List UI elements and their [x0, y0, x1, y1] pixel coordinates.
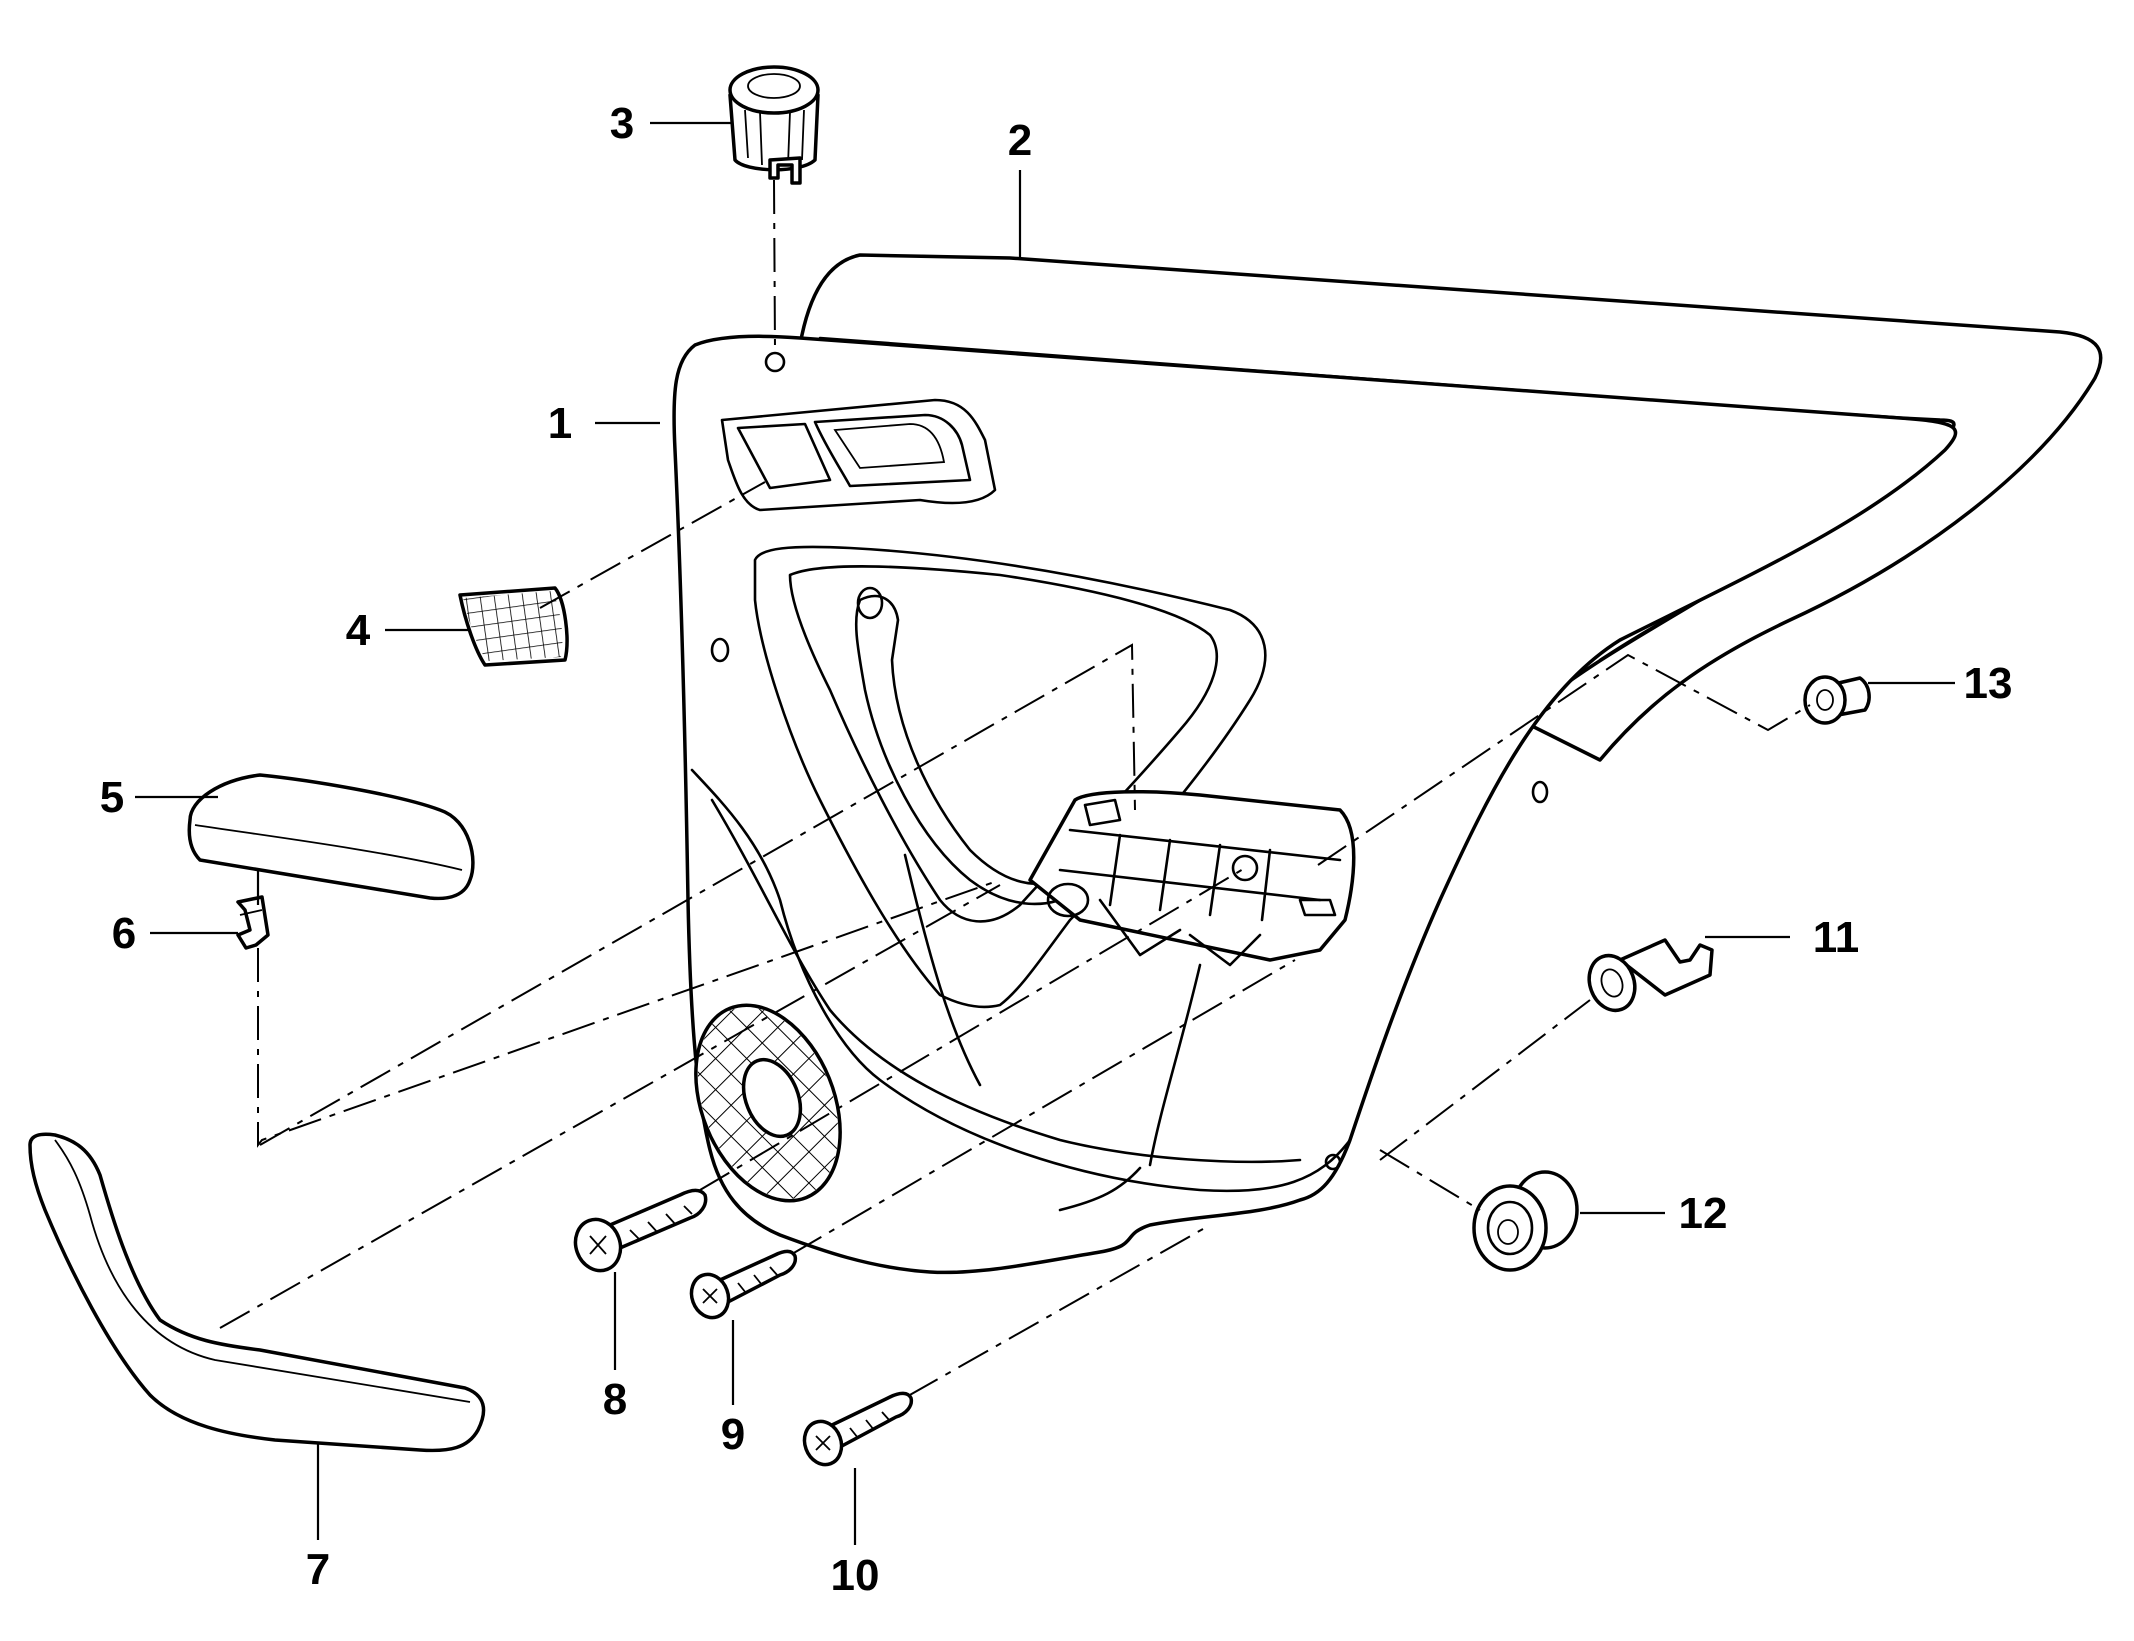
screw-a-part [573, 1188, 708, 1273]
armrest-pad-edge [194, 824, 463, 871]
callout-4: 4 [346, 606, 371, 655]
fastener-pin-part [1587, 938, 1714, 1013]
pull-handle [28, 1132, 486, 1453]
bracket-latch [1083, 798, 1337, 917]
pull-bar-pivot [856, 586, 884, 620]
leader-lines [135, 121, 1955, 1545]
assembly-lines [219, 179, 1811, 1397]
armrest-pad [187, 773, 475, 901]
callout-labels: 1 2 3 4 5 6 7 8 9 10 11 12 13 [100, 99, 2013, 1600]
screw-c-part [802, 1391, 914, 1467]
screw-b-part [689, 1249, 798, 1320]
bracket-ribs [1058, 828, 1342, 967]
bracket-oval-hole [1046, 882, 1090, 918]
switch-cavity-inner [833, 423, 946, 469]
callout-12: 12 [1679, 1189, 1728, 1238]
callout-9: 9 [721, 1410, 745, 1459]
panel-hole-top [764, 351, 786, 373]
callout-6: 6 [112, 909, 136, 958]
cap-part [728, 65, 820, 185]
callout-2: 2 [1008, 116, 1032, 165]
door-pocket-inner [710, 798, 1302, 1164]
callout-10: 10 [831, 1551, 880, 1600]
callout-13: 13 [1964, 659, 2013, 708]
speaker-cone [741, 1057, 803, 1139]
panel-hole-left [710, 637, 730, 663]
grommet-part [1472, 1170, 1579, 1272]
pull-handle-edge [54, 1139, 471, 1403]
callout-5: 5 [100, 773, 124, 822]
door-panel-body [672, 334, 1958, 1275]
bracket-screw-boss [1231, 854, 1259, 882]
callout-3: 3 [610, 99, 634, 148]
switch-bezel [720, 398, 997, 512]
door-pocket-rib [903, 853, 1202, 1212]
door-pocket-outline [690, 768, 1352, 1193]
grille-insert-mesh [463, 591, 563, 661]
callout-7: 7 [306, 1545, 330, 1594]
clip-part [236, 895, 270, 950]
retainer-part [1803, 675, 1871, 725]
callout-1: 1 [548, 399, 572, 448]
panel-hole-right [1531, 780, 1549, 804]
callout-8: 8 [603, 1375, 627, 1424]
switch-cavity-left [736, 422, 832, 490]
switch-cavity-right [813, 413, 972, 488]
panel-hole-bottom [1324, 1153, 1342, 1171]
callout-11: 11 [1813, 913, 1860, 962]
